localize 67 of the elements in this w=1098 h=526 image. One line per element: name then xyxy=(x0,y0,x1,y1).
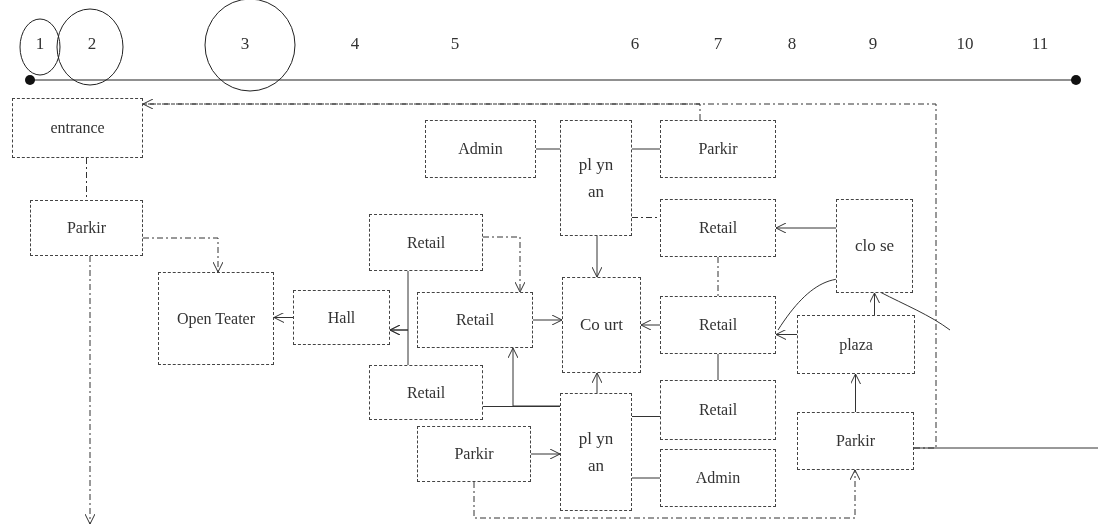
timeline-number: 5 xyxy=(450,34,460,54)
room-label: pl yn an xyxy=(577,153,615,203)
connector-arrow xyxy=(530,448,561,460)
room-label: clo se xyxy=(853,235,896,258)
room-label: Parkir xyxy=(834,431,877,451)
connector-arrow xyxy=(273,312,294,323)
room-label: plaza xyxy=(838,334,874,355)
connector-arrow xyxy=(142,98,937,449)
connector-arrow xyxy=(640,319,661,331)
room-box xyxy=(417,426,531,482)
room-box xyxy=(660,380,776,440)
room-box xyxy=(797,315,915,374)
connector-arrow xyxy=(84,255,96,525)
timeline-number: 8 xyxy=(787,34,797,54)
connector-arrow xyxy=(850,373,861,413)
room-label: Parkir xyxy=(453,444,495,464)
room-label: Parkir xyxy=(65,218,108,238)
room-box xyxy=(369,214,483,271)
room-label: Admin xyxy=(694,468,742,488)
room-box xyxy=(660,296,776,354)
connector-arrow xyxy=(389,324,409,366)
room-box xyxy=(293,290,390,345)
room-box xyxy=(660,199,776,257)
connector-arrow xyxy=(869,292,880,316)
connector-arrow xyxy=(482,236,526,293)
connector-arrow xyxy=(775,222,837,234)
timeline-number: 3 xyxy=(240,34,250,54)
room-box xyxy=(12,98,143,158)
timeline-number: 1 xyxy=(35,34,45,54)
timeline-number: 4 xyxy=(350,34,360,54)
timeline-number: 7 xyxy=(713,34,723,54)
room-box xyxy=(560,120,632,236)
connector-arrow xyxy=(591,372,603,394)
connector-arrow xyxy=(775,329,798,340)
room-label: Co urt xyxy=(579,314,624,337)
connector-arrow xyxy=(473,469,861,519)
room-label: Admin xyxy=(457,139,504,159)
room-label: Open Teater xyxy=(175,308,257,329)
timeline-number: 9 xyxy=(868,34,878,54)
connector-arrow xyxy=(142,237,224,273)
room-label: Retail xyxy=(697,400,739,420)
room-box xyxy=(560,393,632,511)
room-label: Parkir xyxy=(697,139,739,159)
room-box xyxy=(660,120,776,178)
room-box xyxy=(158,272,274,365)
room-box xyxy=(660,449,776,507)
connector-arrow xyxy=(532,314,563,326)
timeline-number: 11 xyxy=(1031,34,1049,54)
room-box xyxy=(369,365,483,420)
timeline-number: 2 xyxy=(87,34,97,54)
room-label: entrance xyxy=(49,118,106,138)
room-box xyxy=(425,120,536,178)
room-box xyxy=(30,200,143,256)
room-box xyxy=(417,292,533,348)
room-label: Hall xyxy=(326,307,357,328)
room-label: Retail xyxy=(405,382,447,403)
room-box xyxy=(797,412,914,470)
connector-arrow xyxy=(591,235,603,278)
room-label: Retail xyxy=(697,315,739,335)
room-label: Retail xyxy=(454,310,496,330)
room-box xyxy=(562,277,641,373)
room-label: Retail xyxy=(697,218,739,238)
room-label: Retail xyxy=(405,232,447,253)
room-box xyxy=(836,199,913,293)
timeline-number: 6 xyxy=(630,34,640,54)
room-label: pl yn an xyxy=(577,427,615,477)
timeline-number: 10 xyxy=(956,34,974,54)
